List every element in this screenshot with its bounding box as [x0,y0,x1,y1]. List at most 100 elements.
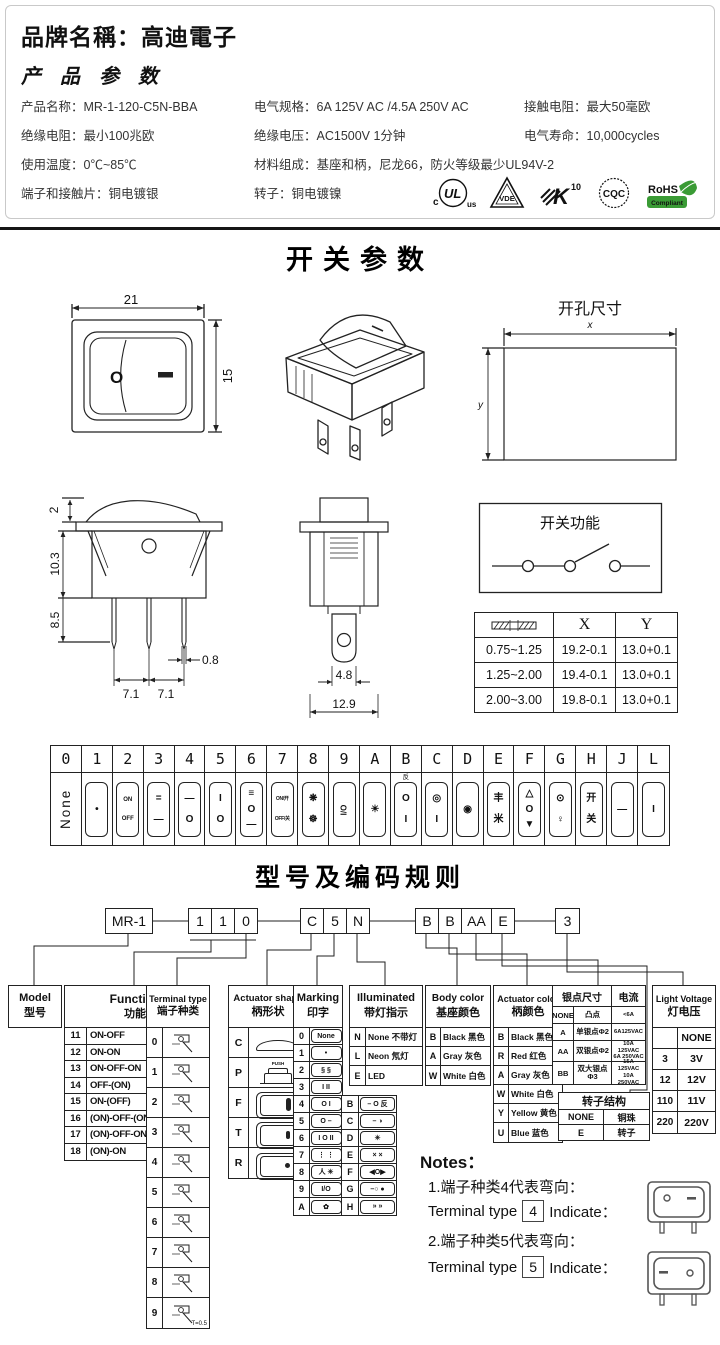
marking-row: 8 人 ✳ [294,1164,342,1181]
terminal-type-row: 8 [147,1268,209,1298]
marking-row: 3 I II [294,1079,342,1096]
marking-column: Marking 印字 0 None 1 • 2 § § [293,985,343,1216]
terminal-diagram [163,1271,209,1294]
marking-icon: O – [310,1114,342,1128]
marking-icon: –○ ● [360,1182,395,1196]
terminal-type-5-switch-icon [647,1251,711,1306]
marking-row: 6 I O II [294,1130,342,1147]
terminal-diagram [163,1302,209,1325]
marking-icon: § § [310,1063,342,1077]
header-card: 品牌名稱：高迪電子 产 品 参 数 产品名称：MR-1-120-C5N-BBA … [5,5,715,219]
vde-cert-icon: VDE [489,176,525,208]
light-voltage-row: 12 12V [653,1070,715,1091]
panel-cutout-drawing: 开孔尺寸 x y [477,300,677,461]
param-terminal-plating: 端子和接触片：铜电镀银 [21,187,159,201]
terminal-diagram [163,1121,209,1144]
panel-thickness-icon [491,620,537,631]
code-column-header: 9 [329,746,360,773]
code-column-header: A [359,746,391,773]
note-2-zh: 2.端子种类5代表弯向： [428,1233,584,1250]
notes-title: Notes： [420,1153,485,1172]
code-column-header: 7 [267,746,299,773]
terminal-thickness-note: T=0.5 [191,1321,207,1327]
section-divider [0,227,720,230]
marking-icon: O I [310,1097,342,1111]
terminal-type-4-switch-icon [647,1181,711,1234]
rotor-row: E 转子 [559,1125,649,1140]
svg-text:4.8: 4.8 [336,668,353,682]
code-column-header: 0 [51,746,82,773]
body-color-row: W White 白色 [426,1066,490,1085]
marking-icon: ✿ [310,1199,342,1214]
note-2-en: Terminal type 5 Indicate： [428,1256,617,1278]
code-body-color: B [415,908,439,934]
svg-text:10.3: 10.3 [48,552,62,576]
rotor-structure-table: 转子结构 NONE 铜珠 E 转子 [558,1092,650,1141]
code-column-header: E [483,746,515,773]
terminal-type-row: 6 [147,1208,209,1238]
end-view-drawing: 4.8 12.9 [299,497,389,718]
marking-row: 9 I/O [294,1181,342,1198]
terminal-diagram [163,1061,209,1084]
illuminated-row: L Neon 氖灯 [350,1047,422,1066]
side-view-drawing: 2 10.3 8.5 7.1 7.1 0.8 [47,497,223,701]
code-illuminated: N [346,908,370,934]
enec-cert-icon: K 10 [540,182,581,209]
code-column-header: 2 [112,746,144,773]
terminal-diagram [163,1031,209,1054]
svg-text:us: us [467,200,477,209]
product-params-title: 产 品 参 数 [21,66,165,88]
code-digit-3: 0 [234,908,258,934]
svg-text:VDE: VDE [499,194,514,203]
model-column: Model 型号 [8,985,62,1028]
code-digit-1: 1 [188,908,212,934]
rohs-cert-icon: RoHS Compliant [647,180,698,208]
param-electrical-life: 电气寿命：10,000cycles [524,129,660,143]
code-column-icon: ≡O— [236,773,268,845]
coding-rules-title: 型号及编码规则 [254,864,465,892]
code-column-icon: =— [144,773,175,845]
svg-text:x: x [587,320,594,331]
light-voltage-row: NONE [653,1028,715,1049]
marking-row: 1 • [294,1045,342,1062]
marking-icon: I O II [310,1131,342,1145]
marking-row: 5 O – [294,1113,342,1130]
body-color-row: A Gray 灰色 [426,1047,490,1066]
terminal-diagram [163,1151,209,1174]
marking-icon: – ◑ [360,1114,395,1128]
marking-row: 0 None [294,1028,342,1045]
code-column-header: 5 [205,746,237,773]
param-contact-resistance: 接触电阻：最大50毫欧 [524,100,651,114]
illuminated-row: E LED [350,1066,422,1085]
illuminated-column: Illuminated 带灯指示 N None 不带灯 L Neon 氖灯 E … [349,985,423,1086]
svg-text:7.1: 7.1 [123,687,140,701]
cqc-cert-icon: CQC [598,177,630,209]
note-1-zh: 1.端子种类4代表弯向： [428,1179,584,1196]
code-column-header: 1 [81,746,113,773]
code-column-icon: ❋☸ [298,773,330,845]
terminal-type-row: 0 [147,1028,209,1058]
certification-icons: c UL us VDE K 10 CQC RoHS [431,170,716,216]
rotor-row: NONE 铜珠 [559,1110,649,1125]
actuator-color-row: Y Yellow 黄色 [494,1104,562,1123]
marking-icon: ◀O▶ [360,1165,395,1179]
perspective-view-drawing [285,314,425,461]
marking-row: A ✿ [294,1198,342,1215]
actuator-shape-row: P PUSH [229,1058,307,1088]
code-column-header: J [607,746,639,773]
code-column-header: 3 [143,746,175,773]
marking-row: F ◀O▶ [342,1164,396,1181]
marking-icon: 人 ✳ [310,1165,342,1179]
param-insulation-resistance: 绝缘电阻：最小100兆欧 [21,129,155,143]
front-view-drawing: O 21 15 [71,294,235,433]
svg-text:O: O [110,368,123,387]
switch-params-title: 开关参数 [286,245,434,275]
code-column-header: 4 [174,746,206,773]
svg-text:7.1: 7.1 [158,687,175,701]
svg-text:12.9: 12.9 [332,697,356,711]
